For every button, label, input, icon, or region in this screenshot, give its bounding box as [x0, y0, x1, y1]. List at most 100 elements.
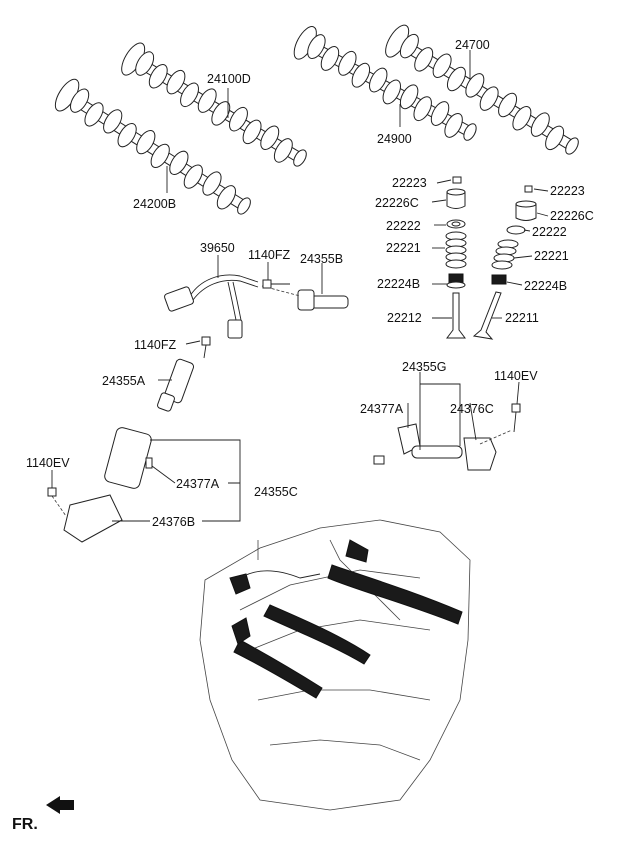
harness-39650 [164, 274, 259, 339]
ocv-assembly-24355C [47, 427, 153, 543]
cam-lobe-icon [446, 66, 466, 92]
label-22226C-right: 22226C [550, 209, 594, 223]
label-24376C: 24376C [450, 402, 494, 416]
cam-lobe-icon [103, 109, 123, 134]
cam-lobe-icon [216, 185, 236, 210]
connector-icon [164, 286, 194, 312]
engine-block-icon [199, 519, 471, 811]
solenoid-head-icon [297, 289, 315, 311]
cam-lobe-icon [169, 150, 189, 175]
ocv-assembly-24355G [373, 403, 521, 471]
valve-spring-icon [491, 239, 519, 270]
spring-retainer-icon [515, 203, 537, 221]
bolt-1140FZ-top [262, 279, 290, 289]
label-24900: 24900 [377, 132, 412, 146]
cam-lobe-icon [260, 125, 280, 150]
connector-icon [227, 319, 243, 339]
cam-lobe-icon [498, 92, 518, 118]
label-24355C: 24355C [254, 485, 298, 499]
cam-lobe-icon [413, 96, 432, 122]
cam-lobe-icon [479, 86, 499, 111]
valve-train-right [472, 185, 537, 340]
label-22221-left: 22221 [386, 241, 421, 255]
retainer-top-icon [446, 188, 466, 196]
label-22222-right: 22222 [532, 225, 567, 239]
front-direction-indicator: FR. [12, 796, 74, 833]
cam-end-icon [565, 137, 579, 155]
cam-lobe-icon [150, 143, 170, 169]
label-22223-left: 22223 [392, 176, 427, 190]
cam-lobe-icon [117, 123, 137, 148]
camshaft-24700 [385, 24, 579, 155]
cam-lobe-icon [399, 84, 419, 110]
label-22223-right: 22223 [550, 184, 585, 198]
intake-valve-icon [446, 292, 466, 339]
cam-lobe-icon [432, 53, 452, 78]
camshaft-body-icon [385, 24, 579, 155]
part-labels: 24100D 24200B 24700 24900 22223 22226C 2… [26, 38, 594, 529]
cam-lobe-icon [320, 46, 340, 71]
cam-lobe-icon [545, 125, 565, 151]
bolt-head-icon [201, 336, 211, 346]
cam-lobe-icon [414, 47, 434, 72]
bolt-head-icon [262, 279, 272, 289]
solenoid-icon [411, 445, 463, 459]
cam-lobe-icon [382, 79, 402, 105]
label-24355G: 24355G [402, 360, 446, 374]
cam-lobe-icon [368, 67, 388, 93]
bolt-head-icon [511, 403, 521, 413]
cam-lobe-icon [229, 106, 248, 132]
label-39650: 39650 [200, 241, 235, 255]
cam-lobe-icon [70, 88, 90, 113]
exhaust-valve-icon [472, 291, 502, 340]
cam-lobe-icon [180, 82, 199, 108]
camshaft-cover-icon [229, 539, 463, 699]
cam-lobe-icon [430, 101, 450, 126]
label-22212: 22212 [387, 311, 422, 325]
camshaft-shaft [296, 34, 474, 138]
cam-lobe-icon [444, 112, 463, 138]
valve-cotter-icon [452, 176, 462, 184]
cam-lobe-icon [512, 106, 532, 131]
camshaft-24900 [293, 26, 477, 141]
bolt-head-icon [47, 487, 57, 497]
label-22221-right: 22221 [534, 249, 569, 263]
label-1140FZ-mid: 1140FZ [134, 338, 177, 352]
cam-lobe-icon [197, 88, 217, 113]
spring-seat-icon [506, 225, 526, 235]
fr-label: FR. [12, 816, 38, 833]
seal-base-icon [446, 281, 466, 289]
label-22224B-right: 22224B [524, 279, 567, 293]
label-1140EV-right: 1140EV [494, 369, 538, 383]
label-1140EV-left: 1140EV [26, 456, 70, 470]
cam-lobe-icon [242, 119, 262, 145]
spring-retainer-icon [446, 191, 466, 209]
camshaft-body-icon [293, 26, 477, 141]
spring-seat-hole-icon [451, 221, 461, 227]
camshaft-body-icon [54, 78, 251, 215]
cam-lobe-icon [136, 129, 156, 155]
cam-end-icon [463, 123, 477, 141]
valve-cotter-icon [524, 185, 533, 193]
cam-lobe-icon [351, 62, 371, 88]
solenoid-tip-icon [157, 392, 175, 412]
cvvt-housing-icon [463, 437, 497, 471]
label-22211: 22211 [505, 311, 539, 325]
valve-train-left [445, 176, 467, 339]
front-arrow-icon [46, 796, 74, 814]
label-22222-left: 22222 [386, 219, 421, 233]
cam-lobe-icon [399, 33, 419, 59]
bolt-1140FZ-mid [201, 336, 211, 359]
cam-lobe-icon [338, 50, 357, 76]
cam-lobe-icon [307, 34, 326, 60]
cam-lobe-icon [135, 51, 155, 76]
retainer-top-icon [515, 200, 537, 208]
cam-end-icon [237, 197, 251, 215]
label-24376B: 24376B [152, 515, 195, 529]
label-22226C-left: 22226C [375, 196, 419, 210]
label-24200B: 24200B [133, 197, 176, 211]
label-24700: 24700 [455, 38, 490, 52]
camshaft-24200B [54, 78, 251, 215]
